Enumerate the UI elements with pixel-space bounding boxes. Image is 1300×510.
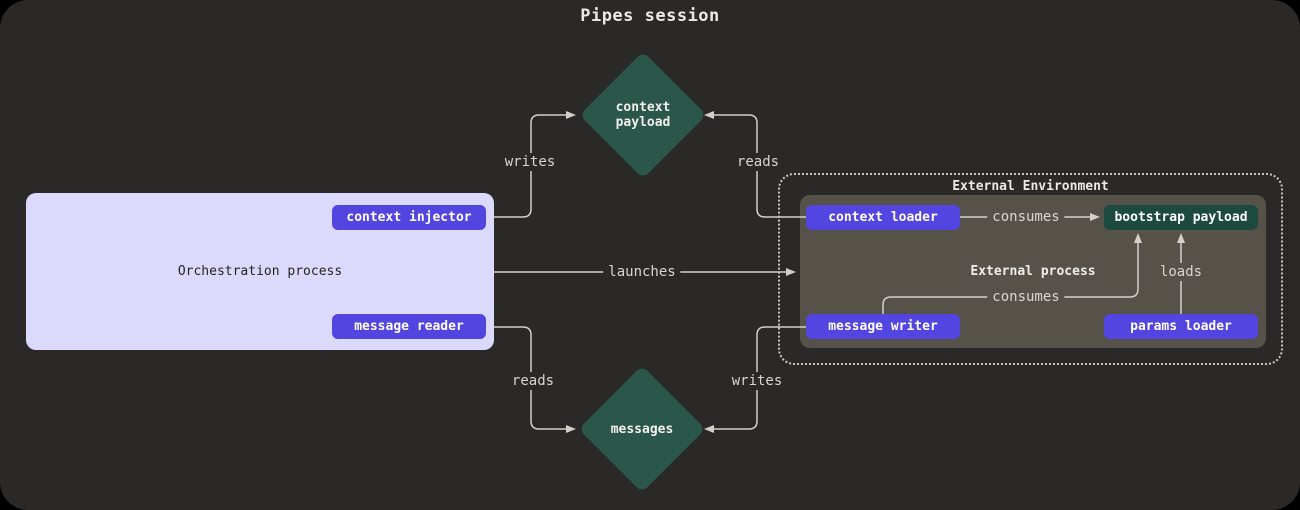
edge-label-loads: loads: [1154, 263, 1208, 281]
edge-label-launches: launches: [603, 263, 681, 281]
edge-label-reads-top: reads: [731, 153, 785, 171]
message-writer-node: message writer: [806, 314, 960, 339]
edge-label-consumes-bottom: consumes: [987, 288, 1065, 306]
arrowhead-reads-top: [704, 111, 714, 119]
arrowhead-writes-top: [566, 111, 576, 119]
bootstrap-payload-node: bootstrap payload: [1104, 205, 1258, 230]
context-payload-diamond: [579, 51, 707, 179]
context-loader-node: context loader: [806, 205, 960, 230]
edge-label-consumes-top: consumes: [987, 208, 1065, 226]
params-loader-node: params loader: [1104, 314, 1258, 339]
diagram-title: Pipes session: [580, 6, 720, 26]
external-environment-group: External Environment: [778, 173, 1283, 365]
edge-label-reads-bottom: reads: [506, 372, 560, 390]
message-reader-node: message reader: [332, 314, 486, 339]
external-environment-label: External Environment: [952, 179, 1109, 194]
edge-label-writes-top: writes: [499, 153, 561, 171]
orchestration-process-node: Orchestration process context injector m…: [26, 193, 494, 350]
arrowhead-writes-bottom: [704, 425, 714, 433]
messages-diamond: [578, 365, 706, 493]
edge-label-writes-bottom: writes: [726, 372, 788, 390]
arrowhead-reads-bottom: [566, 425, 576, 433]
context-injector-node: context injector: [332, 205, 486, 230]
